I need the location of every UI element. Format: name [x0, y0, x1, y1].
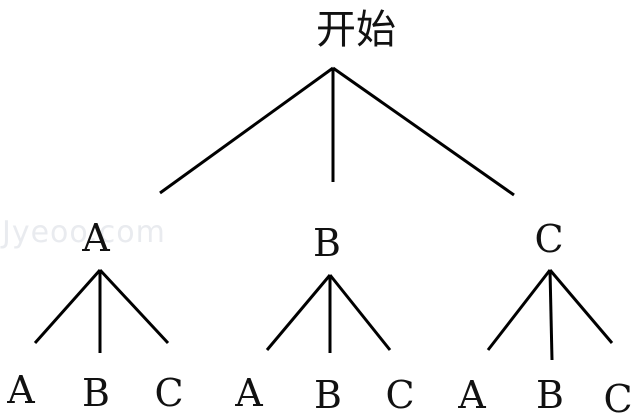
edge-a-c — [98, 268, 170, 345]
edge-root-c — [332, 66, 515, 197]
leaf-b-b: B — [314, 373, 342, 417]
leaf-a-a: A — [7, 368, 35, 412]
node-c: C — [534, 217, 564, 261]
node-b: B — [313, 221, 341, 265]
leaf-b-a: A — [235, 371, 263, 415]
watermark: Jyeoo.com — [2, 215, 166, 250]
leaf-c-c: C — [603, 377, 633, 419]
edge-c-b — [548, 269, 554, 361]
root-node: 开始 — [316, 7, 396, 53]
leaf-c-a: A — [458, 373, 486, 417]
leaf-a-b: B — [82, 371, 110, 415]
edge-b-c — [328, 274, 392, 351]
node-a: A — [82, 216, 110, 260]
edge-root-a — [159, 66, 334, 195]
edge-c-a — [486, 269, 552, 351]
leaf-b-c: C — [385, 373, 415, 417]
edge-a-a — [33, 269, 102, 344]
edge-c-c — [548, 269, 614, 344]
edge-b-a — [265, 274, 332, 351]
leaf-a-c: C — [154, 371, 184, 415]
leaf-c-b: B — [536, 373, 564, 417]
